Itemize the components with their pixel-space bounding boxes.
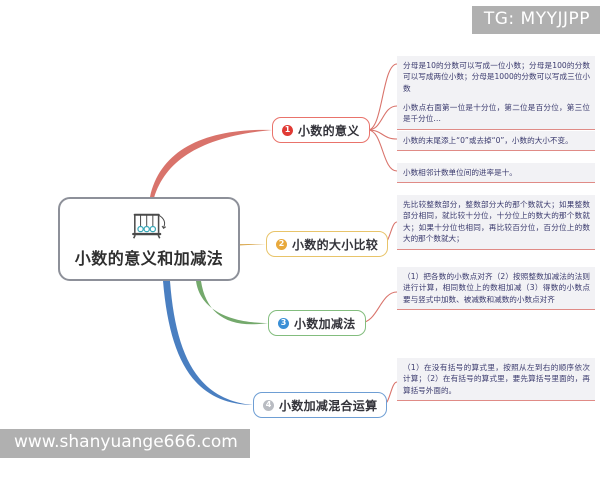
connector-branch1-leaves xyxy=(367,63,398,172)
leaf-box-1[interactable]: 分母是10的分数可以写成一位小数；分母是100的分数可以写成两位小数；分母是10… xyxy=(397,56,595,100)
leaf-box-4[interactable]: 小数相邻计数单位间的进率是十。 xyxy=(397,163,595,184)
leaf-box-6[interactable]: （1）把各数的小数点对齐（2）按照整数加减法的法则进行计算，相同数位上的数相加减… xyxy=(397,267,595,311)
connector-center-branch-3 xyxy=(196,281,268,325)
branch-3-label: 小数加减法 xyxy=(294,316,356,331)
branch-node-4[interactable]: 4 小数加减混合运算 xyxy=(253,392,388,418)
branch-4-label: 小数加减混合运算 xyxy=(279,398,378,413)
branch-node-2[interactable]: 2 小数的大小比较 xyxy=(266,231,389,257)
leaf-box-7[interactable]: （1）在没有括号的算式里，按照从左到右的顺序依次计算；（2）在有括号的算式里，要… xyxy=(397,358,595,402)
central-node-label: 小数的意义和加减法 xyxy=(74,249,224,268)
leaf-box-2[interactable]: 小数点右面第一位是十分位，第二位是百分位，第三位是千分位… xyxy=(397,98,595,130)
connector-branch3-leaf xyxy=(359,291,398,324)
central-node[interactable]: 小数的意义和加减法 xyxy=(58,197,240,281)
tag-watermark: TG: MYYJJPP xyxy=(471,6,600,34)
site-watermark: www.shanyuange666.com xyxy=(0,429,250,458)
branch-node-3[interactable]: 3 小数加减法 xyxy=(268,310,366,336)
branch-4-number: 4 xyxy=(263,399,274,411)
branch-node-1[interactable]: 1 小数的意义 xyxy=(272,117,370,143)
branch-3-number: 3 xyxy=(278,317,289,329)
branch-1-label: 小数的意义 xyxy=(298,123,360,138)
connector-center-branch-4 xyxy=(163,281,253,405)
leaf-box-5[interactable]: 先比较整数部分，整数部分大的那个数就大；如果整数部分相同，就比较十分位，十分位上… xyxy=(397,195,595,250)
connector-center-branch-1 xyxy=(150,129,272,198)
branch-1-number: 1 xyxy=(282,124,293,136)
branch-2-number: 2 xyxy=(276,238,287,250)
branch-2-label: 小数的大小比较 xyxy=(292,237,379,252)
leaf-box-3[interactable]: 小数的末尾添上“0”或去掉“0”，小数的大小不变。 xyxy=(397,131,595,152)
newton-cradle-icon xyxy=(132,213,167,239)
